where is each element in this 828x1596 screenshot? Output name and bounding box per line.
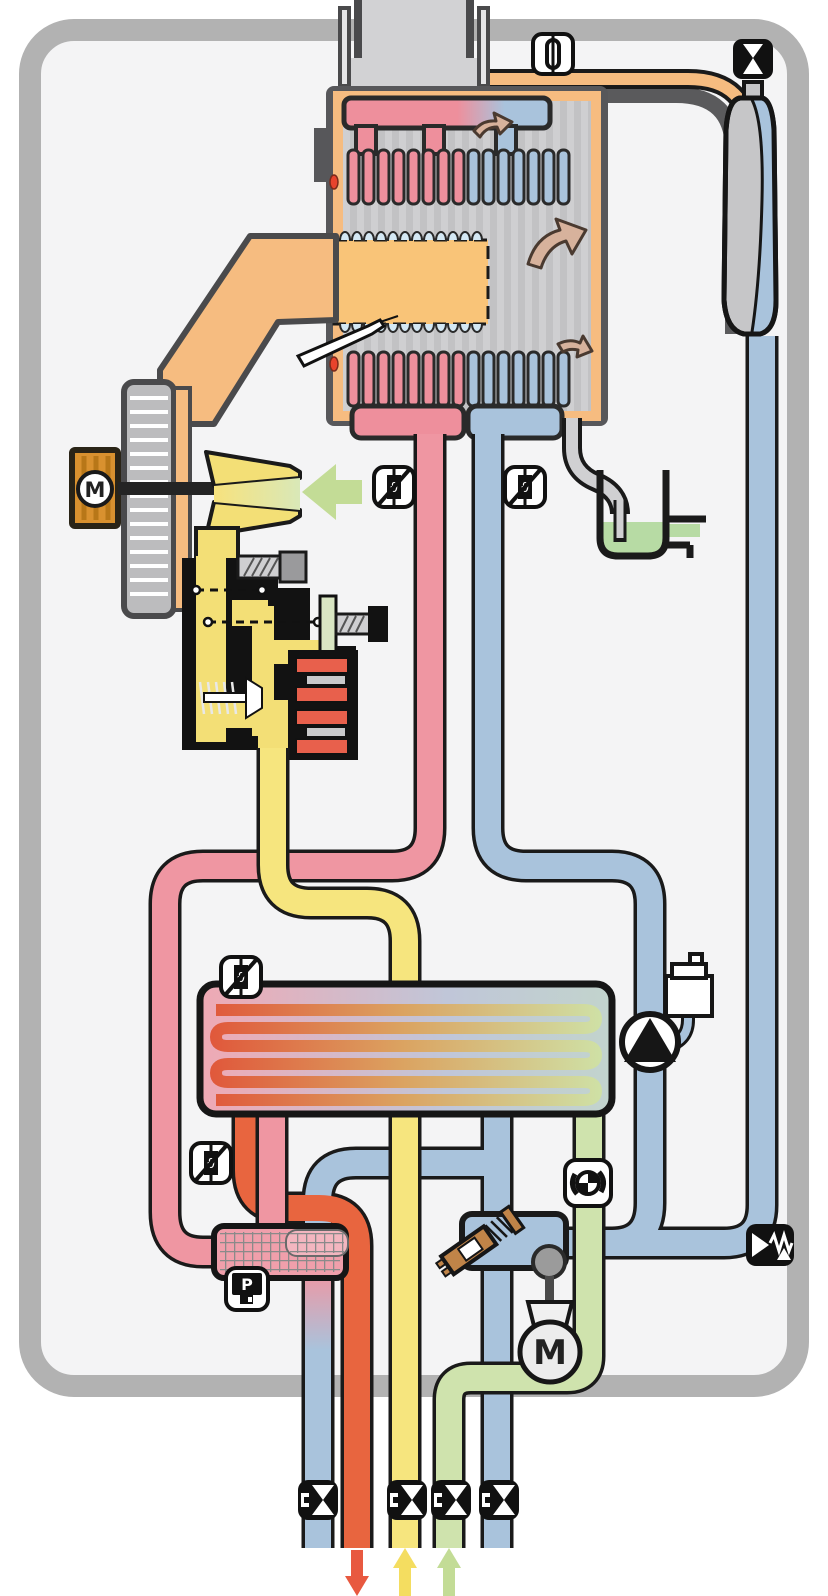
diverter-motor-label: M — [533, 1333, 567, 1373]
hx-fins-lower — [346, 350, 571, 408]
pipe-gas — [260, 748, 418, 1548]
bypass-valve-icon — [746, 1224, 794, 1266]
primary-heat-exchanger — [295, 86, 608, 441]
pump-assembly — [619, 952, 714, 1073]
gas-valve — [182, 550, 388, 760]
flue-bracket-right — [477, 6, 490, 88]
burner-flames-top — [339, 231, 483, 241]
pump-triangle-icon — [624, 1018, 676, 1062]
thermistor-icon-return — [505, 467, 545, 507]
thermistor-icon-heating — [191, 1143, 231, 1183]
fan-shaft — [118, 482, 218, 495]
air-vent-valve-icon — [733, 39, 773, 79]
fan-motor-label: M — [85, 478, 106, 502]
venturi-upper — [204, 450, 302, 488]
auto-air-vent — [664, 974, 714, 1018]
pipe-dhw-hot — [235, 1110, 370, 1548]
service-valve-icon-heating-flow — [298, 1480, 338, 1520]
valve-ball — [531, 1244, 567, 1280]
flue-duct — [338, 0, 490, 98]
hx-bottom-header-return — [465, 403, 565, 441]
flow-turbine-sensor-icon — [565, 1160, 611, 1206]
flue-gas-arrow-lower — [556, 334, 594, 359]
plate-heat-exchanger — [196, 980, 616, 1118]
solenoid-coils — [288, 650, 358, 760]
pipe-cold-water — [436, 1114, 602, 1548]
thermistor-icon-flow — [374, 467, 414, 507]
service-valve-icon-gas — [387, 1480, 427, 1520]
electrode-tip-upper — [329, 174, 339, 190]
flue-gas-arrow-small — [472, 111, 514, 139]
pipes-over — [255, 748, 606, 1548]
diverter-motor — [517, 1319, 583, 1385]
flue-gas-arrow-large — [526, 217, 588, 270]
pressure-sensor-icon — [226, 1268, 268, 1310]
hx-bottom-header-flow — [349, 403, 467, 441]
diverter-valve: M — [434, 1204, 583, 1385]
air-inlet-arrow — [302, 464, 362, 520]
flue-test-point-icon — [533, 34, 573, 74]
electrode-tip-lower — [329, 356, 339, 372]
condensate-liquid — [600, 522, 666, 554]
cold-in-arrow — [437, 1548, 461, 1568]
brass-regulator — [434, 1204, 526, 1278]
poppet-valve — [245, 676, 263, 720]
plate-hx-serpentine — [209, 1004, 603, 1106]
service-valve-icon-return — [479, 1480, 519, 1520]
dhw-out-arrow — [351, 1550, 363, 1577]
service-valve-icon-cold — [431, 1480, 471, 1520]
hx-fins-upper — [346, 148, 571, 206]
burner — [332, 238, 490, 326]
port-arrows — [345, 1548, 461, 1596]
condensate-trap — [562, 418, 706, 560]
ignition-electrode — [295, 318, 387, 368]
gas-in-arrow — [393, 1548, 417, 1568]
heating-filter — [211, 1223, 349, 1281]
hx-top-header — [341, 95, 553, 131]
expansion-vessel — [721, 80, 779, 337]
flue-bracket-left — [338, 6, 351, 88]
thermistor-icon-plate-hx — [221, 957, 261, 997]
pipe-heating-flow — [152, 434, 443, 1265]
